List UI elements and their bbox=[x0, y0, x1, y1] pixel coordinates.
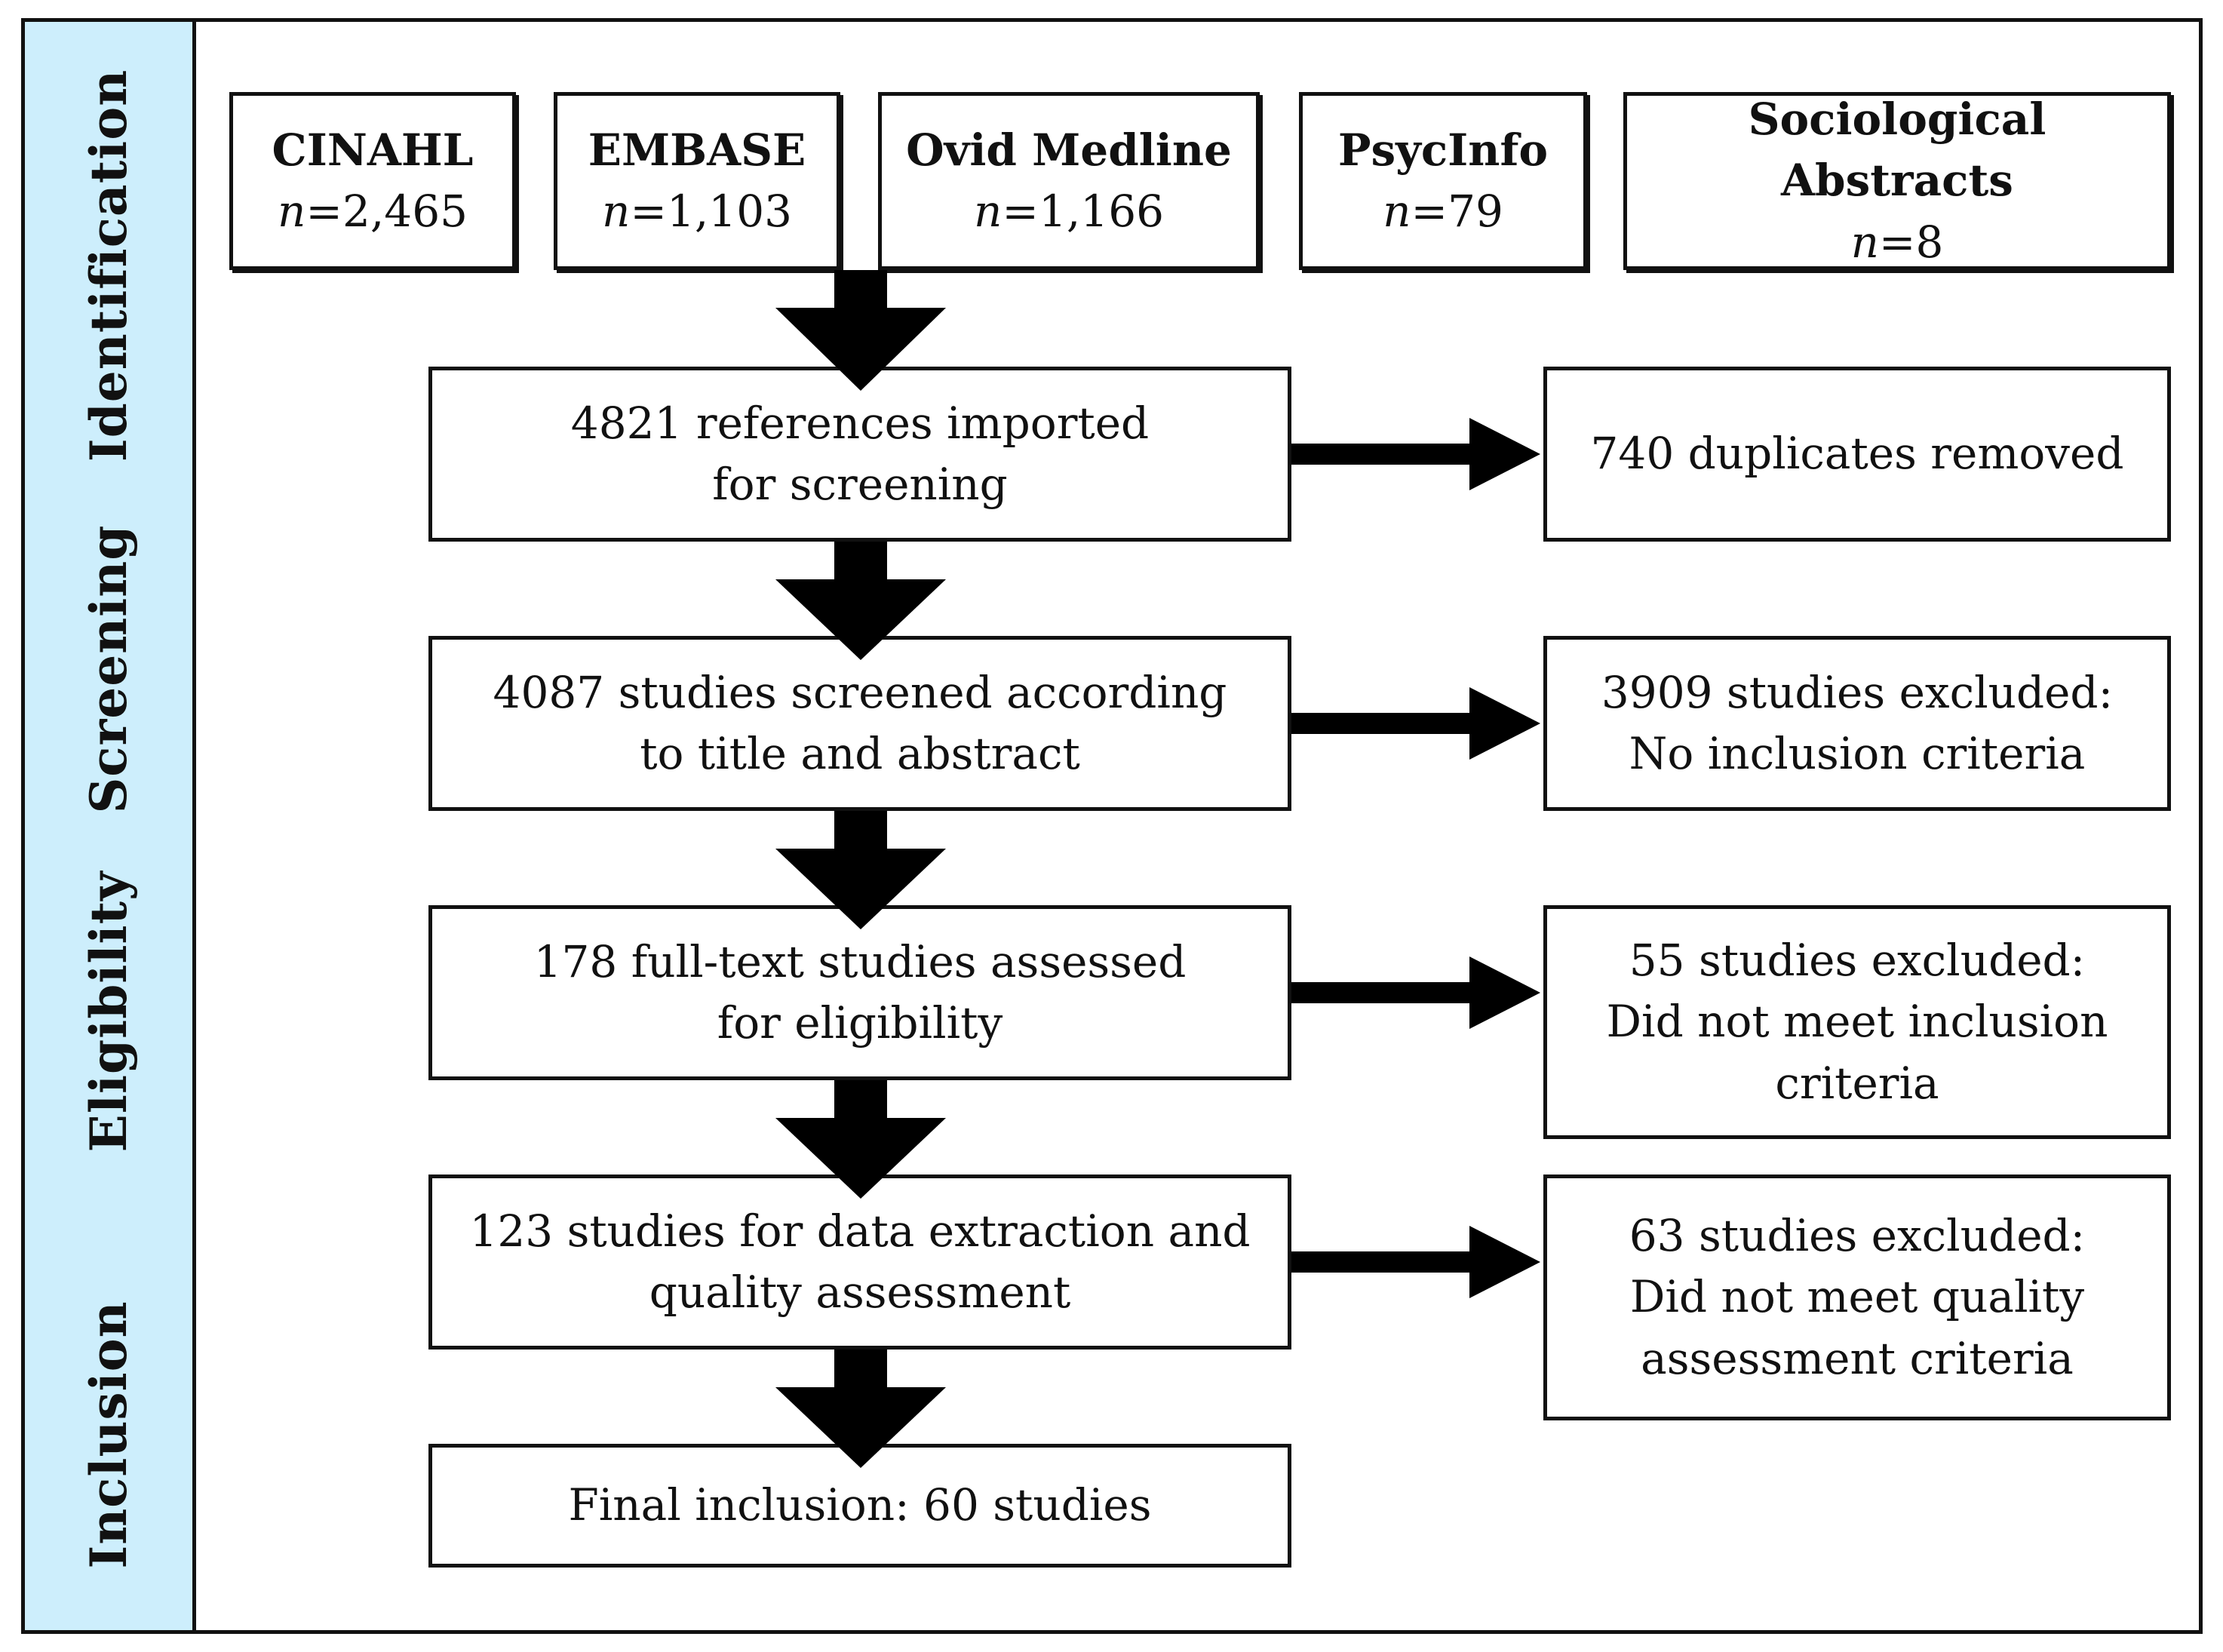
phase-sidebar bbox=[21, 18, 196, 1634]
exclusion-line: 55 studies excluded: bbox=[1629, 935, 2086, 987]
right-arrow-icon bbox=[1291, 957, 1540, 1029]
right-arrow-icon bbox=[1291, 1226, 1540, 1298]
source-box-embase: EMBASE n=1,103 bbox=[554, 92, 840, 270]
source-count: n=8 bbox=[1850, 216, 1944, 268]
exclusion-line: Did not meet quality bbox=[1629, 1271, 2085, 1323]
step-box-final-inclusion: Final inclusion: 60 studies bbox=[428, 1444, 1291, 1568]
exclusion-box-duplicates: 740 duplicates removed bbox=[1543, 367, 2171, 542]
exclusion-line: 3909 studies excluded: bbox=[1601, 666, 2114, 718]
source-box-ovid-medline: Ovid Medline n=1,166 bbox=[878, 92, 1260, 270]
exclusion-line: Did not meet inclusion bbox=[1606, 996, 2108, 1048]
down-arrow-icon bbox=[775, 811, 946, 929]
step-line: Final inclusion: 60 studies bbox=[568, 1479, 1152, 1531]
source-name: Sociological Abstracts bbox=[1748, 94, 2046, 207]
down-arrow-icon bbox=[775, 542, 946, 660]
right-arrow-icon bbox=[1291, 418, 1540, 490]
down-arrow-icon bbox=[775, 1080, 946, 1199]
exclusion-line: 740 duplicates removed bbox=[1590, 428, 2124, 480]
source-box-cinahl: CINAHL n=2,465 bbox=[229, 92, 516, 270]
source-count: n=2,465 bbox=[278, 186, 468, 237]
source-count: n=79 bbox=[1383, 186, 1503, 237]
exclusion-line: criteria bbox=[1775, 1057, 1939, 1109]
exclusion-line: 63 studies excluded: bbox=[1629, 1210, 2086, 1262]
right-arrow-icon bbox=[1291, 687, 1540, 760]
source-name: EMBASE bbox=[588, 124, 806, 176]
source-name: Ovid Medline bbox=[906, 124, 1232, 176]
step-line: for screening bbox=[712, 459, 1008, 510]
exclusion-box-no-criteria: 3909 studies excluded: No inclusion crit… bbox=[1543, 636, 2171, 811]
exclusion-line: No inclusion criteria bbox=[1629, 728, 2086, 779]
down-arrow-icon bbox=[775, 1350, 946, 1468]
step-box-assessed: 178 full-text studies assessed for eligi… bbox=[428, 905, 1291, 1080]
step-line: 123 studies for data extraction and bbox=[469, 1205, 1251, 1257]
step-line: 178 full-text studies assessed bbox=[533, 935, 1187, 987]
source-count: n=1,166 bbox=[974, 186, 1164, 237]
step-line: to title and abstract bbox=[640, 728, 1080, 779]
source-name: PsycInfo bbox=[1337, 124, 1549, 176]
step-line: 4821 references imported bbox=[570, 397, 1150, 449]
step-box-imported: 4821 references imported for screening bbox=[428, 367, 1291, 542]
down-arrow-icon bbox=[775, 270, 946, 391]
exclusion-box-inclusion-criteria: 55 studies excluded: Did not meet inclus… bbox=[1543, 905, 2171, 1139]
source-box-psycinfo: PsycInfo n=79 bbox=[1299, 92, 1587, 270]
exclusion-line: assessment criteria bbox=[1641, 1332, 2074, 1384]
source-box-sociological-abstracts: Sociological Abstracts n=8 bbox=[1623, 92, 2171, 270]
step-line: quality assessment bbox=[649, 1267, 1071, 1318]
step-line: for eligibility bbox=[717, 997, 1003, 1049]
source-name: CINAHL bbox=[272, 124, 474, 176]
source-count: n=1,103 bbox=[602, 186, 792, 237]
step-line: 4087 studies screened according bbox=[493, 666, 1227, 718]
exclusion-box-quality-criteria: 63 studies excluded: Did not meet qualit… bbox=[1543, 1175, 2171, 1420]
